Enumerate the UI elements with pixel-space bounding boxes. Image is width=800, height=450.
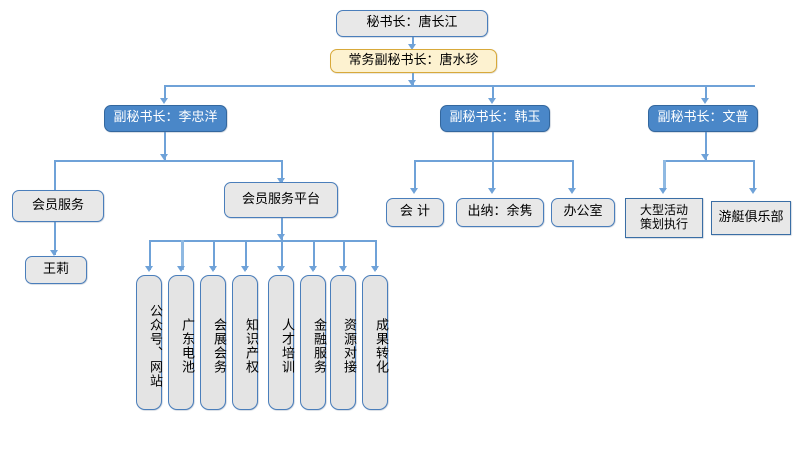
connector-unit-drop-0 — [149, 240, 151, 270]
node-accounting[interactable]: 会 计 — [386, 198, 444, 227]
connector-wen-to-bigevent — [663, 160, 666, 190]
connector-exec-down — [412, 72, 414, 85]
connector-li-bus-to-memberservice — [54, 160, 56, 190]
node-office[interactable]: 办公室 — [551, 198, 615, 227]
arrow-sg-to-exec — [408, 44, 416, 50]
platform-unit-0[interactable]: 公众号、网站 — [136, 275, 162, 410]
connector-platform-units-bus — [149, 240, 375, 242]
node-deputy-wen[interactable]: 副秘书长：文普 — [648, 105, 758, 132]
connector-li-bus-to-platform — [281, 160, 283, 182]
connector-wen-bus — [663, 160, 754, 162]
connector-bus-to-han — [492, 85, 494, 101]
arrow-bus-to-li — [160, 98, 168, 104]
platform-unit-7[interactable]: 成果转化 — [362, 275, 388, 410]
connector-unit-drop-4 — [281, 240, 283, 270]
arrow-han-to-office — [568, 188, 576, 194]
connector-unit-drop-6 — [343, 240, 345, 270]
connector-han-to-cashier — [492, 160, 494, 190]
arrow-wen-to-bigevent — [659, 188, 667, 194]
platform-unit-2[interactable]: 会展会务 — [200, 275, 226, 410]
arrow-wen-down — [701, 154, 709, 160]
platform-unit-5[interactable]: 金融服务 — [300, 275, 326, 410]
connector-bus-to-wen — [705, 85, 707, 101]
node-big-event[interactable]: 大型活动 策划执行 — [625, 198, 703, 238]
node-executive-deputy[interactable]: 常务副秘书长：唐水珍 — [330, 49, 497, 73]
connector-unit-drop-2 — [213, 240, 215, 270]
arrow-wen-to-yacht — [749, 188, 757, 194]
connector-bus-to-li — [164, 85, 166, 101]
arrow-li-down — [160, 154, 168, 160]
arrow-unit-3 — [241, 266, 249, 272]
node-secretary-general[interactable]: 秘书长：唐长江 — [336, 10, 488, 37]
platform-unit-1[interactable]: 广东电池 — [168, 275, 194, 410]
arrow-unit-6 — [339, 266, 347, 272]
arrow-platform-down — [277, 234, 285, 240]
arrow-li-bus-to-platform — [277, 178, 285, 184]
arrow-han-to-accounting — [410, 188, 418, 194]
node-deputy-han[interactable]: 副秘书长：韩玉 — [440, 105, 550, 132]
platform-unit-3[interactable]: 知识产权 — [232, 275, 258, 410]
connector-wen-down — [705, 132, 707, 160]
connector-han-to-accounting — [414, 160, 416, 190]
node-cashier[interactable]: 出纳：余隽 — [456, 198, 544, 227]
connector-platform-down — [281, 218, 283, 240]
connector-unit-drop-7 — [375, 240, 377, 270]
node-wang-li[interactable]: 王莉 — [25, 256, 87, 284]
connector-deputy-bus — [164, 85, 755, 87]
node-yacht-club[interactable]: 游艇俱乐部 — [711, 201, 791, 235]
connector-unit-drop-1 — [181, 240, 184, 270]
node-member-service[interactable]: 会员服务 — [12, 190, 104, 222]
arrow-exec-bus — [408, 80, 416, 86]
connector-han-bus — [414, 160, 573, 162]
arrow-unit-4 — [277, 266, 285, 272]
connector-sg-to-exec — [412, 36, 414, 46]
arrow-unit-1 — [177, 266, 185, 272]
arrow-unit-7 — [371, 266, 379, 272]
connector-unit-drop-5 — [313, 240, 315, 270]
arrow-bus-to-han — [488, 98, 496, 104]
node-member-platform[interactable]: 会员服务平台 — [224, 182, 338, 218]
connector-wen-to-yacht — [753, 160, 755, 190]
arrow-memberservice-to-wangli — [50, 250, 58, 256]
connector-li-bus — [54, 160, 282, 162]
connector-unit-drop-3 — [245, 240, 247, 270]
arrow-bus-to-wen — [701, 98, 709, 104]
connector-memberservice-to-wangli — [54, 222, 56, 255]
arrow-han-to-cashier — [488, 188, 496, 194]
arrow-unit-0 — [145, 266, 153, 272]
arrow-unit-5 — [309, 266, 317, 272]
connector-han-down — [492, 132, 494, 160]
platform-unit-4[interactable]: 人才培训 — [268, 275, 294, 410]
connector-han-to-office — [572, 160, 574, 190]
platform-unit-6[interactable]: 资源对接 — [330, 275, 356, 410]
connector-li-down — [164, 132, 166, 160]
node-deputy-li[interactable]: 副秘书长：李忠洋 — [104, 105, 227, 132]
arrow-unit-2 — [209, 266, 217, 272]
